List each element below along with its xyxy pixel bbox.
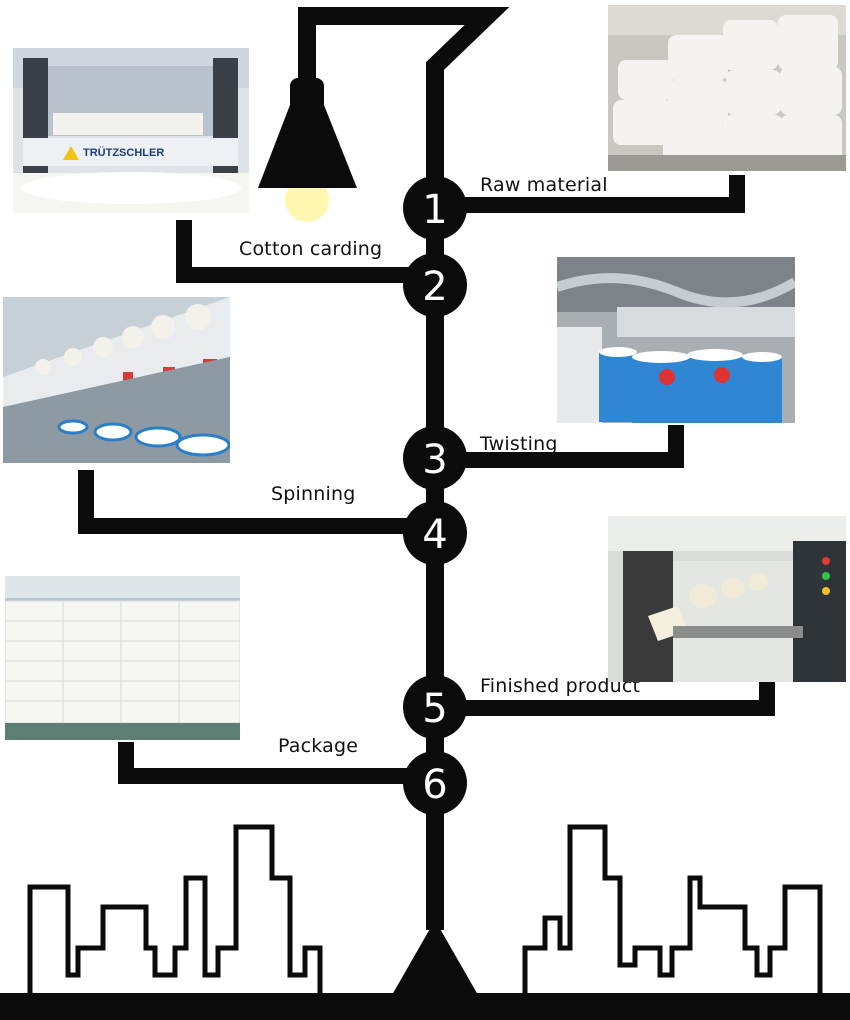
step-label-cotton-carding: Cotton carding [239,238,383,260]
step-marker-1: 1 [403,176,467,240]
step-label-package: Package [278,735,359,757]
photo-package [5,576,240,740]
city-skyline-icon [27,824,823,995]
lamp-icon [258,78,357,222]
photo-spinning [3,297,230,463]
step-marker-2: 2 [403,253,467,317]
lamp-arm [298,7,510,930]
connector-4 [78,470,435,534]
photo-finished-product [608,516,846,682]
step-number: 4 [422,512,447,558]
step-label-spinning: Spinning [271,483,356,505]
step-marker-3: 3 [403,426,467,490]
step-label-raw-material: Raw material [480,174,608,196]
photo-raw-material [608,5,846,171]
photo-twisting [557,257,795,423]
step-marker-6: 6 [403,751,467,815]
step-marker-4: 4 [403,501,467,565]
step-number: 2 [422,264,447,310]
connector-2 [176,220,435,283]
step-number: 1 [422,187,447,233]
ground [0,993,850,1020]
step-label-twisting: Twisting [480,433,558,455]
connector-1 [435,175,745,213]
step-number: 5 [422,686,447,732]
connector-5 [435,682,775,716]
connector-3 [435,425,684,468]
step-number: 6 [422,762,447,808]
photo-carding-machine: TRÜTZSCHLER [13,48,249,213]
step-marker-5: 5 [403,675,467,739]
machine-brand-text: TRÜTZSCHLER [83,146,164,159]
step-number: 3 [422,437,447,483]
connector-6 [118,742,435,784]
lamp-base-icon [392,920,478,995]
step-label-finished-product: Finished product [480,675,641,697]
